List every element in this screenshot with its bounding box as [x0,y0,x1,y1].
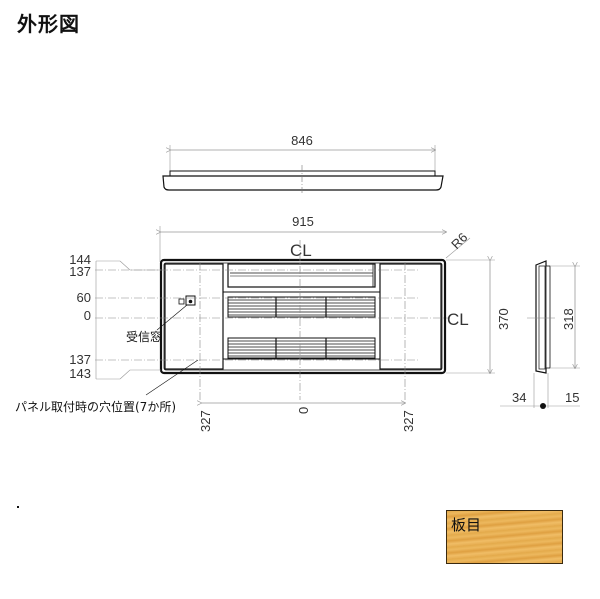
bottom-dim-327-right: 327 [401,410,416,432]
top-width-dim: 846 [291,133,313,148]
wood-grain-swatch: 板目 [446,510,563,564]
side-depth-right: 15 [565,390,579,405]
swatch-label: 板目 [451,516,482,534]
front-view: 915 R6 CL [15,214,511,432]
front-height-dim: 370 [496,308,511,330]
side-view: 318 34 15 [500,260,580,409]
centerline-top-label: CL [290,241,312,260]
stray-dot [17,506,19,508]
top-view: 846 [162,133,444,195]
front-width-dim: 915 [292,214,314,229]
bottom-dim-327-left: 327 [198,410,213,432]
hole-position-note: パネル取付時の穴位置(7か所) [15,399,176,414]
centerline-right-label: CL [447,310,469,329]
left-dim-137-bottom: 137 [69,352,91,367]
side-depth-left: 34 [512,390,526,405]
receiver-window-label: 受信窓 [126,329,162,344]
bottom-dim-0: 0 [296,407,311,414]
upper-grille [227,296,376,318]
left-dim-0: 0 [84,308,91,323]
corner-radius-label: R6 [448,230,470,252]
left-dim-144: 144 [69,252,91,267]
page-title: 外形図 [17,12,80,36]
lower-grille [227,337,376,359]
left-dim-137-top: 137 [69,264,91,279]
left-dim-60: 60 [77,290,91,305]
side-height-dim: 318 [561,308,576,330]
left-dim-143: 143 [69,366,91,381]
